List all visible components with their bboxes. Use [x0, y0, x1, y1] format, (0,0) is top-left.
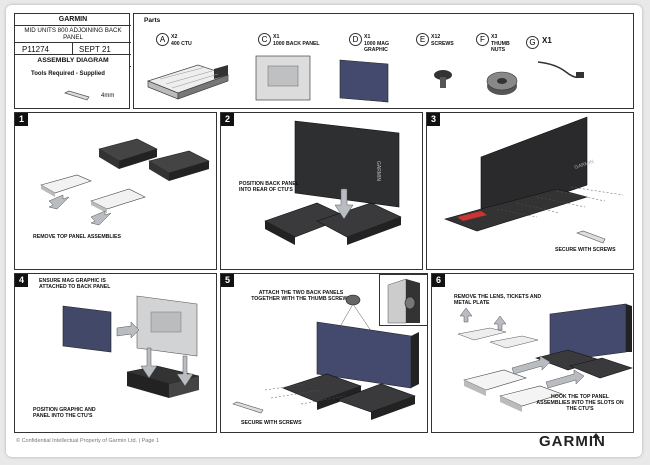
part-g-marker: G — [526, 36, 539, 49]
tools-label: Tools Required - Supplied — [31, 71, 105, 77]
step-3-number: 3 — [427, 113, 440, 126]
tools-block: Tools Required - Supplied 4mm — [14, 65, 130, 109]
screw-part-drawing — [434, 70, 452, 88]
step-5-drawing — [264, 294, 419, 420]
thumb-screw-detail — [387, 278, 420, 324]
back-panel-part-drawing — [255, 55, 311, 101]
step-6-caption-top: REMOVE THE LENS, TICKETS AND METAL PLATE — [454, 294, 542, 306]
doc-type: ASSEMBLY DIAGRAM — [37, 57, 109, 64]
step-6-drawing — [457, 303, 633, 412]
assembly-sheet: GARMIN MID UNITS 800 ADJOINING BACK PANE… — [6, 5, 642, 457]
garmin-logo-triangle-icon — [592, 433, 600, 438]
title-brand: GARMIN — [58, 16, 88, 23]
step-1-caption: REMOVE TOP PANEL ASSEMBLIES — [33, 234, 121, 240]
step-1-number: 1 — [15, 113, 28, 126]
garmin-logo: GARMIN — [539, 433, 606, 450]
thumb-nut-part-drawing — [486, 71, 518, 95]
confidential-notice: © Confidential Intellectual Property of … — [16, 438, 160, 444]
part-f-marker: F — [476, 33, 489, 46]
step-5-caption-bottom: SECURE WITH SCREWS — [241, 420, 302, 426]
step-5-caption-top: ATTACH THE TWO BACK PANELS TOGETHER WITH… — [251, 290, 351, 302]
part-c-qty: X1 — [273, 34, 280, 40]
step-1-panel: 1 REMOVE TOP PANEL ASSEMBLIES — [14, 112, 217, 270]
tool-size: 4mm — [101, 93, 115, 99]
part-f-name: THUMB NUTS — [491, 41, 510, 53]
step-5-hex-key — [232, 401, 264, 414]
step-6-caption-bottom: HOOK THE TOP PANEL ASSEMBLIES INTO THE S… — [536, 394, 624, 412]
part-e-marker: E — [416, 33, 429, 46]
part-f-qty: X3 — [491, 34, 498, 40]
doc-date: SEPT 21 — [79, 45, 111, 54]
step-4-drawing — [62, 295, 200, 398]
ctu-part-drawing — [146, 64, 230, 100]
step-2-drawing: GARMIN — [264, 120, 402, 245]
step-3-drawing: GARMIN — [444, 116, 624, 244]
step-4-caption-bottom: POSITION GRAPHIC AND PANEL INTO THE CTU'… — [33, 407, 96, 419]
step-6-panel: 6 REMOVE THE LENS, TICKETS AND METAL PLA… — [431, 273, 634, 433]
step-5-number: 5 — [221, 274, 234, 287]
part-d-qty: X1 — [364, 34, 371, 40]
part-g-qty: X1 — [542, 36, 552, 45]
part-a-marker: A — [156, 33, 169, 46]
part-d-name: 1000 MAG GRAPHIC — [364, 41, 390, 53]
step-4-panel: 4 ENSURE MAG GRAPHIC IS ATTACHED TO BACK… — [14, 273, 217, 433]
step-1-drawing — [40, 138, 210, 226]
step-5-detail-inset — [379, 274, 428, 326]
part-d-marker: D — [349, 33, 362, 46]
step-3-caption: SECURE WITH SCREWS — [555, 247, 616, 253]
parts-heading: Parts — [144, 17, 161, 24]
step-2-panel: 2 GARMIN POSITION BACK PANEL INTO REAR O… — [220, 112, 423, 270]
step-3-panel: 3 GARMIN SECURE WITH SCREWS — [426, 112, 634, 270]
step-6-number: 6 — [432, 274, 445, 287]
step-4-caption-top: ENSURE MAG GRAPHIC IS ATTACHED TO BACK P… — [39, 278, 111, 290]
step-4-number: 4 — [15, 274, 28, 287]
step-2-caption: POSITION BACK PANEL INTO REAR OF CTU'S — [239, 181, 299, 193]
part-a-qty: X2 — [171, 34, 178, 40]
part-number: P11274 — [22, 45, 49, 54]
mag-graphic-part-drawing — [339, 59, 389, 103]
part-a-name: 400 CTU — [171, 41, 192, 47]
step-2-number: 2 — [221, 113, 234, 126]
part-e-qty: X12 — [431, 34, 441, 40]
part-c-marker: C — [258, 33, 271, 46]
svg-text:GARMIN: GARMIN — [375, 161, 381, 181]
part-e-name: SCREWS — [431, 41, 454, 47]
part-c-name: 1000 BACK PANEL — [273, 41, 320, 47]
parts-panel: Parts A X2 400 CTU C X1 1000 BACK PANEL … — [133, 13, 634, 109]
product-name: MID UNITS 800 ADJOINING BACK PANEL — [24, 27, 122, 41]
hex-key-icon — [64, 90, 90, 101]
step-5-panel: 5 ATTACH THE TWO BACK PANELS TOGETHER WI… — [220, 273, 428, 433]
cable-part-drawing — [537, 61, 584, 79]
